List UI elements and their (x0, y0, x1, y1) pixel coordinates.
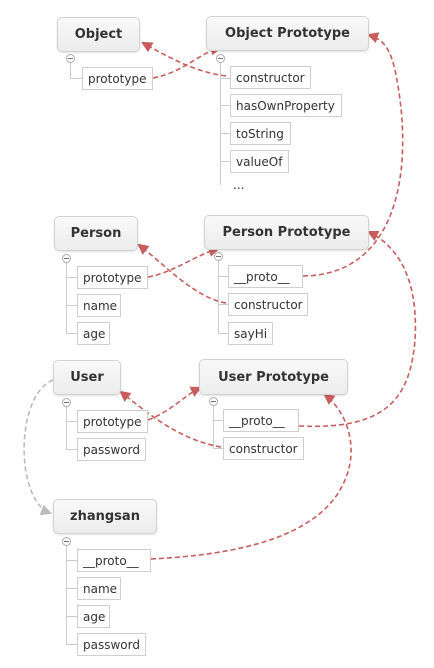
person-prop-prototype[interactable]: prototype (77, 266, 148, 289)
tree-line (66, 407, 67, 449)
link-userproto-proto (298, 230, 417, 428)
person-prop-age[interactable]: age (77, 322, 110, 345)
tree-line (66, 644, 77, 645)
object-node[interactable]: Object (57, 17, 140, 52)
tree-line (70, 78, 82, 79)
tree-line (70, 63, 71, 78)
link-personproto-constructor (137, 243, 227, 304)
person-title: Person (70, 226, 122, 241)
tree-line (213, 406, 214, 448)
object-prototype-prop-valueof[interactable]: valueOf (230, 150, 289, 173)
object-prototype-collapse-icon[interactable] (216, 54, 225, 63)
object-prototype-node[interactable]: Object Prototype (206, 16, 369, 51)
link-personproto-proto (302, 32, 404, 277)
person-prop-name[interactable]: name (77, 294, 121, 317)
person-prototype-title: Person Prototype (222, 225, 351, 240)
object-prototype-more: ... (233, 178, 245, 192)
user-prototype-node[interactable]: User Prototype (199, 359, 348, 395)
link-objproto-constructor (141, 41, 227, 77)
tree-line (218, 333, 228, 334)
user-prototype-prop-constructor[interactable]: constructor (223, 437, 304, 460)
tree-line (66, 263, 67, 333)
person-prototype-prop-sayhi[interactable]: sayHi (228, 322, 273, 345)
tree-line (218, 304, 228, 305)
person-prototype-prop-proto[interactable]: __proto__ (228, 265, 303, 288)
zhangsan-node[interactable]: zhangsan (53, 499, 157, 534)
user-prop-prototype[interactable]: prototype (77, 410, 148, 433)
tree-line (66, 616, 77, 617)
tree-line (66, 588, 77, 589)
person-prototype-prop-constructor[interactable]: constructor (228, 293, 308, 316)
tree-line (66, 305, 77, 306)
zhangsan-title: zhangsan (70, 509, 140, 524)
object-prop-prototype[interactable]: prototype (82, 67, 153, 90)
user-prototype-collapse-icon[interactable] (209, 397, 218, 406)
tree-line (66, 560, 77, 561)
person-prototype-collapse-icon[interactable] (214, 252, 223, 261)
link-userproto-constructor (119, 390, 222, 448)
object-prototype-prop-tostring[interactable]: toString (230, 122, 291, 145)
tree-line (66, 277, 77, 278)
user-title: User (70, 370, 104, 385)
zhangsan-prop-proto[interactable]: __proto__ (77, 549, 151, 572)
tree-line (218, 276, 228, 277)
zhangsan-prop-password[interactable]: password (77, 633, 146, 656)
user-prototype-title: User Prototype (218, 369, 329, 385)
tree-line (220, 105, 230, 106)
user-prop-password[interactable]: password (77, 438, 146, 461)
tree-line (66, 333, 77, 334)
object-title: Object (74, 27, 123, 42)
person-prototype-node[interactable]: Person Prototype (204, 215, 369, 250)
tree-line (220, 133, 230, 134)
tree-line (213, 420, 223, 421)
object-prototype-prop-hasownproperty[interactable]: hasOwnProperty (230, 94, 342, 117)
user-node[interactable]: User (53, 360, 121, 395)
link-user-zhangsan (23, 379, 54, 516)
tree-line (66, 546, 67, 644)
object-collapse-icon[interactable] (66, 54, 75, 63)
user-collapse-icon[interactable] (62, 398, 71, 407)
tree-line (220, 63, 221, 185)
zhangsan-prop-age[interactable]: age (77, 605, 110, 628)
tree-line (66, 421, 77, 422)
person-collapse-icon[interactable] (62, 254, 71, 263)
tree-line (213, 448, 223, 449)
link-person-prototype (147, 245, 221, 278)
user-prototype-prop-proto[interactable]: __proto__ (223, 409, 299, 432)
zhangsan-collapse-icon[interactable] (62, 537, 71, 546)
tree-line (218, 261, 219, 333)
tree-line (66, 449, 77, 450)
object-prototype-title: Object Prototype (225, 26, 350, 41)
tree-line (220, 161, 230, 162)
link-zhangsan-proto (150, 393, 352, 560)
person-node[interactable]: Person (54, 216, 138, 251)
zhangsan-prop-name[interactable]: name (77, 577, 121, 600)
tree-line (220, 78, 230, 79)
object-prototype-prop-constructor[interactable]: constructor (230, 66, 311, 89)
link-user-prototype (147, 386, 203, 421)
